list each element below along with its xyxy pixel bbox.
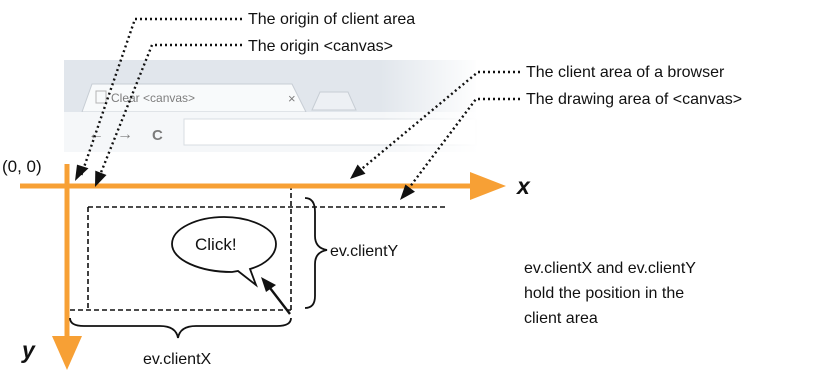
origin-canvas-label: The origin <canvas> bbox=[248, 38, 393, 55]
client-area-label: The client area of a browser bbox=[526, 64, 725, 81]
x-axis-label: x bbox=[515, 173, 531, 199]
note-line-2: hold the position in the bbox=[524, 285, 684, 302]
client-y-brace bbox=[304, 197, 328, 309]
client-y-label: ev.clientY bbox=[330, 243, 399, 260]
forward-arrow-icon[interactable]: → bbox=[117, 126, 133, 143]
page-icon bbox=[95, 90, 107, 104]
note-line-3: client area bbox=[524, 310, 598, 327]
leader-arrowheads bbox=[75, 164, 415, 200]
tab-close-icon[interactable]: × bbox=[288, 91, 296, 106]
origin-client-area-label: The origin of client area bbox=[248, 11, 415, 28]
note-line-1: ev.clientX and ev.clientY bbox=[524, 260, 696, 277]
origin-coordinate-label: (0, 0) bbox=[2, 157, 42, 176]
client-x-label: ev.clientX bbox=[143, 351, 212, 368]
arrowhead-client-area bbox=[350, 164, 366, 179]
pointer-arrow-shaft bbox=[269, 287, 291, 315]
y-axis-arrowhead bbox=[52, 336, 82, 370]
leader-origin-client bbox=[79, 17, 242, 177]
pointer-arrowhead bbox=[261, 277, 276, 292]
drawing-area-label: The drawing area of <canvas> bbox=[526, 91, 742, 108]
x-axis-arrowhead bbox=[470, 172, 506, 200]
leader-client-area bbox=[357, 70, 520, 173]
reload-icon[interactable]: C bbox=[152, 127, 163, 144]
click-speech-bubble bbox=[171, 216, 277, 288]
arrowhead-origin-client bbox=[75, 164, 89, 181]
y-axis-label: y bbox=[21, 337, 36, 363]
leader-lines bbox=[79, 17, 520, 193]
leader-drawing-area bbox=[405, 97, 520, 193]
client-x-brace bbox=[69, 317, 292, 339]
tab-title: Clear <canvas> bbox=[111, 91, 195, 105]
click-label: Click! bbox=[195, 235, 237, 254]
new-tab-button[interactable] bbox=[311, 91, 357, 111]
arrowhead-origin-canvas bbox=[95, 170, 107, 187]
leader-origin-canvas bbox=[96, 43, 242, 181]
back-arrow-icon[interactable]: ← bbox=[88, 126, 104, 143]
arrowhead-drawing-area bbox=[400, 184, 415, 200]
